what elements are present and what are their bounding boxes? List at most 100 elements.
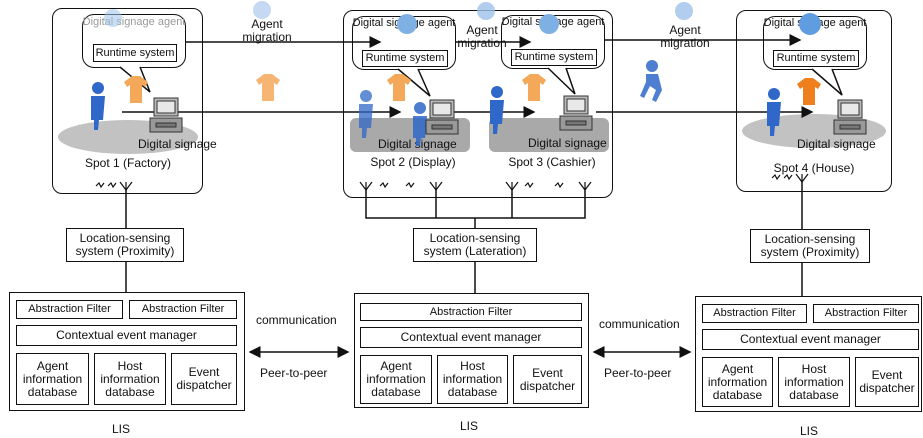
dispatcher-1-l2: dispatcher xyxy=(176,378,232,392)
host-db-2: Host information database xyxy=(437,355,508,404)
event-manager-3: Contextual event manager xyxy=(702,329,919,350)
person-2b xyxy=(413,102,427,146)
p2p-label-2: Peer-to-peer xyxy=(604,366,672,380)
signage-computers xyxy=(149,95,867,135)
agent-db-1: Agent information database xyxy=(16,353,89,405)
connectors xyxy=(125,182,803,296)
agent-db-3: Agent information database xyxy=(702,357,773,407)
agent-db-2-l3: database xyxy=(371,385,421,399)
ls2-line2: system (Lateration) xyxy=(423,244,527,258)
runtime-box-3: Runtime system xyxy=(511,49,597,66)
location-sensing-box-3: Location-sensing system (Proximity) xyxy=(750,229,870,263)
antenna-3b xyxy=(578,181,592,191)
agent-db-2: Agent information database xyxy=(360,355,432,404)
wave-3a xyxy=(524,181,564,189)
signage-device-label-3: Digital signage xyxy=(528,136,607,150)
spot-1-label: Spot 1 (Factory) xyxy=(84,156,172,170)
agent-db-1-l2: information xyxy=(22,371,83,386)
ls1-line1: Location-sensing xyxy=(79,231,171,245)
person-2a xyxy=(359,90,373,138)
host-db-2-l1: Host xyxy=(460,359,485,373)
ls1-line2: system (Proximity) xyxy=(75,244,175,258)
shirts xyxy=(124,74,821,105)
dispatcher-3-l1: Event xyxy=(871,368,903,382)
person-4 xyxy=(767,88,781,136)
spot-3-label: Spot 3 (Cashier) xyxy=(508,155,596,169)
dispatcher-2-l1: Event xyxy=(532,365,563,380)
agent-db-2-l2: information xyxy=(366,372,426,386)
agent-db-1-l1: Agent xyxy=(36,358,69,373)
dispatcher-2: Event dispatcher xyxy=(513,355,582,404)
host-db-3-l1: Host xyxy=(801,361,827,376)
runtime-box-1: Runtime system xyxy=(93,44,177,62)
antennas xyxy=(95,173,809,191)
host-db-2-l2: information xyxy=(442,372,503,386)
shirt-3 xyxy=(522,74,546,101)
signage-device-label-4: Digital signage xyxy=(797,137,876,151)
agent-db-3-l1: Agent xyxy=(721,361,754,376)
p2p-comm-label-2: communication xyxy=(599,317,680,331)
host-db-2-l3: database xyxy=(447,385,498,399)
person-walking xyxy=(640,60,662,102)
shirt-1 xyxy=(124,76,148,103)
agent-circle-3 xyxy=(539,14,559,34)
event-manager-2: Contextual event manager xyxy=(360,327,582,348)
ls3-line1: Location-sensing xyxy=(764,232,856,246)
antenna-1 xyxy=(119,181,133,191)
runtime-box-4: Runtime system xyxy=(773,50,859,67)
agent-circle-4 xyxy=(799,13,821,35)
bubble-tail-3 xyxy=(547,67,576,95)
abstraction-filter-3b: Abstraction Filter xyxy=(813,304,919,323)
agent-db-1-l3: database xyxy=(27,384,78,399)
abstraction-filter-1a: Abstraction Filter xyxy=(16,300,123,319)
migration-label-1: Agent migration xyxy=(242,17,292,44)
computer-3 xyxy=(559,95,593,131)
lis-label-3: LIS xyxy=(800,424,819,438)
people xyxy=(91,60,781,146)
ls2-line1: Location-sensing xyxy=(429,231,521,245)
agent-circle-fading-1 xyxy=(104,9,122,27)
wave-2a xyxy=(379,181,415,189)
wave-4 xyxy=(771,173,793,181)
p2p-comm-label-1: communication xyxy=(256,313,337,327)
antenna-2b xyxy=(429,181,443,191)
host-db-1-l3: database xyxy=(105,384,155,399)
abstraction-filter-3a: Abstraction Filter xyxy=(702,304,807,323)
dispatcher-1: Event dispatcher xyxy=(171,353,237,405)
bubble-tail-4 xyxy=(811,68,843,96)
spot-4-label: Spot 4 (House) xyxy=(773,161,855,175)
migration-label-2: Agent migration xyxy=(457,23,507,50)
agent-circle-migrating-2 xyxy=(477,2,495,20)
shirt-2 xyxy=(387,74,411,101)
dispatcher-3-l2: dispatcher xyxy=(859,381,915,395)
computer-4 xyxy=(833,99,867,135)
wave-1 xyxy=(95,181,117,189)
host-db-3: Host information database xyxy=(778,357,850,407)
computer-2 xyxy=(425,99,459,135)
agent-circle-migrating-3 xyxy=(675,2,693,20)
event-manager-1: Contextual event manager xyxy=(16,325,237,346)
bubble-tail-2 xyxy=(397,68,431,97)
ls3-line2: system (Proximity) xyxy=(760,245,860,259)
shirt-migrating xyxy=(256,74,280,101)
dispatcher-2-l2: dispatcher xyxy=(519,378,576,393)
dispatcher-3: Event dispatcher xyxy=(855,357,919,407)
person-3 xyxy=(490,86,504,134)
host-db-1: Host information database xyxy=(94,353,166,405)
agent-db-3-l3: database xyxy=(712,387,763,402)
host-db-3-l3: database xyxy=(789,387,839,402)
location-sensing-box-1: Location-sensing system (Proximity) xyxy=(66,228,184,262)
p2p-label-1: Peer-to-peer xyxy=(260,366,328,380)
shirt-4 xyxy=(797,78,821,105)
agent-circles xyxy=(104,1,821,35)
lis-label-2: LIS xyxy=(460,419,479,433)
agent-db-2-l1: Agent xyxy=(380,359,412,373)
abstraction-filter-1b: Abstraction Filter xyxy=(129,300,237,319)
dispatcher-1-l1: Event xyxy=(188,365,220,379)
host-db-1-l2: information xyxy=(100,371,160,386)
runtime-box-2: Runtime system xyxy=(362,50,448,67)
host-db-1-l1: Host xyxy=(117,358,143,373)
agent-db-3-l2: information xyxy=(707,374,768,389)
